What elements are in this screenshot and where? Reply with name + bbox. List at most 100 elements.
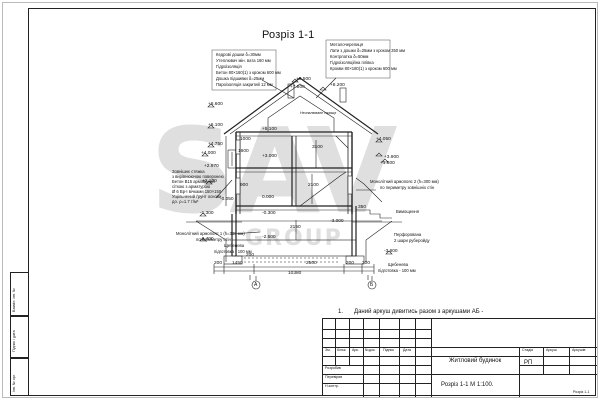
level-mark: +2.970 — [204, 164, 219, 169]
level-mark: -1.300 — [200, 211, 214, 216]
note-blind-area: Вимощення — [396, 209, 419, 214]
note-drainage: 2 шари руберойду — [394, 238, 430, 243]
stamp-sheet-title: Розріз 1-1 М 1:100. — [441, 382, 494, 388]
axis-label-a: А — [254, 282, 258, 288]
window-ground-left — [235, 177, 241, 195]
note-screed-left: підготовка - 100 мм — [214, 249, 252, 254]
level-mark: 0.000 — [262, 195, 275, 200]
level-mark: +6.600 — [208, 102, 223, 107]
strip-cell-signature — [10, 316, 28, 358]
note-roof-line: Контрлатка δ=50мм — [330, 54, 369, 59]
stamp-sheets-header: Аркушів — [572, 348, 586, 352]
footnote-number: 1. — [338, 309, 344, 315]
level-mark: -0.050 — [220, 197, 234, 202]
note-floor-line: Бетон В15 армований — [172, 179, 215, 184]
dimension-value: 900 — [240, 183, 249, 188]
chimney-right — [339, 87, 347, 103]
roof-line — [223, 77, 379, 135]
note-floor-line: Ø 6 Вр-І вічками 150×150 — [172, 189, 222, 194]
dimension-value: 200 — [246, 253, 255, 258]
dimension-value: 200 — [214, 261, 223, 266]
window-first-left — [235, 139, 241, 155]
stamp-role: Н.контр. — [325, 384, 339, 388]
level-mark: +8.500 — [296, 77, 311, 82]
stamp-col-header: Кільк. — [337, 348, 347, 352]
note-wall-line: Кедрові дошки δ=30мм — [216, 52, 261, 57]
stamp-sheet-header: Аркуш — [546, 348, 557, 352]
dimension-value: 200 — [346, 261, 355, 266]
axis-label-b: Б — [370, 282, 374, 288]
level-mark: +4.000 — [201, 151, 216, 156]
dimension-value: 350 — [358, 205, 367, 210]
level-mark: +2.100 — [202, 179, 217, 184]
stamp-role: Перевірив — [325, 375, 343, 379]
note-screed-left: Щебенева — [224, 243, 245, 248]
dimension-value: 1450 — [232, 261, 243, 266]
note-floor-line: сіткою з арматурою — [172, 184, 211, 189]
level-mark: -3.000 — [330, 219, 344, 224]
level-mark: +3.000 — [262, 154, 277, 159]
note-floor-line: Ущільнений ґрунт основи — [172, 194, 222, 199]
stamp-col-header: Зм. — [325, 348, 331, 352]
note-monolith-left: по периметру стін — [196, 237, 231, 242]
note-roof-line: Гідроізоляційна плівка — [330, 60, 374, 65]
note-wall-line: Дошка підшивки δ=25мм — [216, 76, 265, 81]
stamp-project-name: Житловий будинок — [449, 358, 502, 364]
footing-right — [345, 255, 365, 265]
note-roof-line: Крокви 80×180(1) з кроком 600 мм — [330, 66, 397, 71]
level-mark: +8.200 — [330, 83, 345, 88]
note-floor-line: Зовнішнє стяжка — [172, 169, 205, 174]
note-wall-line: Пароізоляція закритий 12 мм — [216, 82, 273, 87]
stamp-stage-header: Стадія — [522, 348, 534, 352]
level-mark: +3.900 — [384, 155, 399, 160]
note-monolith-left: Монолітний армопояс 1 (h=300 мм) — [176, 231, 245, 236]
stamp-col-header: №док. — [365, 348, 376, 352]
note-roof-space: Неопалюване горище — [300, 111, 337, 115]
note-monolith-right: по периметру зовнішніх стін — [380, 185, 435, 190]
level-mark: +4.750 — [208, 142, 223, 147]
level-mark: -2.500 — [262, 235, 276, 240]
note-screed-right: підготовка - 100 мм — [378, 268, 416, 273]
footnote-text: Даний аркуш дивитись разом з аркушами АБ… — [354, 309, 484, 315]
level-mark: -0.300 — [262, 211, 276, 216]
dimension-value: 10380 — [288, 271, 302, 276]
dimension-value: 3100 — [312, 145, 323, 150]
note-box-wall — [211, 49, 277, 91]
axis-marker-b — [367, 280, 377, 290]
note-floor-line: до. ρ=1.7 т/м³ — [172, 199, 199, 204]
dimension-value: 2150 — [290, 225, 301, 230]
level-mark: -2.400 — [200, 237, 214, 242]
dimension-value: 1600 — [238, 149, 249, 154]
note-wall-line: Гідроізоляція — [216, 64, 242, 69]
stamp-stage-value: РП — [524, 360, 533, 366]
drawing-frame — [28, 8, 596, 396]
footing-left — [223, 255, 243, 265]
note-box-roof — [325, 39, 391, 79]
note-drainage: Перфорована — [394, 232, 422, 237]
level-mark: +7.800 — [290, 85, 305, 90]
note-wall-line: Утеплювач мін. вата 160 мм — [216, 58, 271, 63]
note-floor-line: з вирівнюючою поверхнею — [172, 174, 224, 179]
stair-ground — [299, 171, 347, 207]
level-mark: +6.100 — [208, 123, 223, 128]
level-mark: +1.600 — [380, 161, 395, 166]
dimension-value: 2100 — [308, 183, 319, 188]
stamp-col-header: Дата — [403, 348, 411, 352]
strip-cell-replaced — [10, 272, 28, 316]
stamp-col-header: Арк. — [352, 348, 359, 352]
stamp-sheet-code: Розріз 1-1 — [573, 390, 590, 394]
stamp-col-header: Підпис — [383, 348, 395, 352]
dimension-value: 1000 — [240, 137, 251, 142]
dimension-value: 2500 — [306, 261, 317, 266]
note-roof-line: Лати з дошки δ=25мм з кроком 350 мм — [330, 48, 406, 53]
strip-cell-original — [10, 358, 28, 396]
watermark-logo-sub: GROUP — [245, 226, 343, 251]
level-mark: -3.600 — [384, 249, 398, 254]
note-roof-line: Металочерепиця — [330, 42, 364, 47]
note-screed-right: Щебенева — [388, 262, 409, 267]
note-wall-line: Бетон 80×160(1) з кроком 600 мм — [216, 70, 281, 75]
axis-marker-a — [251, 280, 261, 290]
